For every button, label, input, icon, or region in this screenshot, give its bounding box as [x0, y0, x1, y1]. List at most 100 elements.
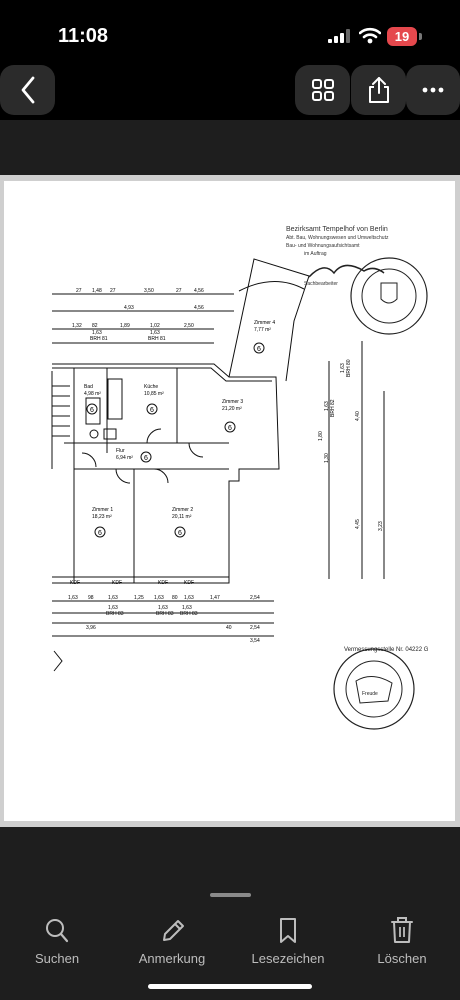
stamp-line-3: Bau- und Wohnungsaufsichtsamt: [286, 243, 360, 249]
surveyor-stamp-ring: Vermessungsstelle Nr. 04222 G: [344, 647, 429, 653]
kdf-label-4: KDF: [184, 580, 194, 586]
room-zimmer2-area: 20,11 m²: [172, 514, 192, 520]
room-zimmer4-area: 7,77 m²: [254, 327, 271, 333]
document-viewer[interactable]: Bezirksamt Tempelhof von Berlin Abt. Bau…: [0, 175, 460, 827]
dim-top2-2: 1,89: [120, 323, 130, 329]
dim-bot1-5: 80: [172, 595, 178, 601]
room-mark-flur: 6: [144, 455, 148, 462]
more-button[interactable]: [406, 65, 460, 115]
dim-top3-3: BRH 81: [148, 336, 166, 342]
delete-tab[interactable]: Löschen: [352, 915, 452, 966]
room-flur: Flur: [116, 448, 125, 454]
room-mark-zimmer1: 6: [98, 530, 102, 537]
room-mark-kueche: 6: [150, 407, 154, 414]
top-toolbar: [0, 60, 460, 120]
dim-bot3-0: 3,96: [86, 625, 96, 631]
dim-right-6: 4,45: [355, 519, 361, 529]
surveyor-stamp: [333, 648, 415, 730]
share-button[interactable]: [351, 65, 406, 115]
share-icon: [368, 77, 389, 103]
dim-top1-1: 1,48: [92, 288, 102, 294]
dim-bot3-2: 2,54: [250, 625, 260, 631]
search-tab-label: Suchen: [34, 951, 80, 966]
ellipsis-icon: [422, 87, 444, 93]
wifi-icon: [359, 27, 381, 44]
search-icon: [46, 919, 69, 943]
back-button[interactable]: [0, 65, 55, 115]
dim-bot1-4: 1,63: [154, 595, 164, 601]
dim-bot2-3: BRH 83: [156, 611, 174, 617]
dim-bot1-7: 1,47: [210, 595, 220, 601]
kdf-label-3: KDF: [158, 580, 168, 586]
dim-bottom-total: 3,54: [250, 638, 260, 644]
room-flur-area: 6,94 m²: [116, 455, 133, 461]
dim-top3-2: 1,63: [150, 330, 160, 336]
grid-icon: [311, 79, 334, 101]
dim-right-7: 3,23: [378, 521, 384, 531]
dim-bot3-1: 40: [226, 625, 232, 631]
page-grid-button[interactable]: [295, 65, 350, 115]
room-mark-bad: 6: [90, 407, 94, 414]
room-bad: Bad: [84, 384, 93, 390]
room-mark-zimmer2: 6: [178, 530, 182, 537]
dim-bot2-5: BRH 83: [180, 611, 198, 617]
dim-top-total: 4,93: [124, 305, 134, 311]
dim-right-1: BRH 80: [346, 359, 352, 377]
kdf-label-2: KDF: [112, 580, 122, 586]
room-zimmer3-area: 21,20 m²: [222, 406, 242, 412]
dim-bot2-2: 1,63: [158, 605, 168, 611]
room-kueche-area: 10,85 m²: [144, 391, 164, 397]
trash-icon: [391, 917, 413, 943]
dim-bot1-3: 1,25: [134, 595, 144, 601]
dim-right-0: 1,63: [340, 363, 346, 373]
dim-bot1-8: 2,54: [250, 595, 260, 601]
room-kueche: Küche: [144, 384, 158, 390]
annotate-tab[interactable]: Anmerkung: [122, 915, 222, 966]
room-zimmer3: Zimmer 3: [222, 399, 243, 405]
dim-bot1-2: 1,63: [108, 595, 118, 601]
dim-top2-0: 1,32: [72, 323, 82, 329]
room-zimmer4: Zimmer 4: [254, 320, 275, 326]
dim-top2-4: 2,50: [184, 323, 194, 329]
status-bar: 11:08 19: [0, 0, 460, 60]
dim-bot2-4: 1,63: [182, 605, 192, 611]
dim-top3-1: BRH 81: [90, 336, 108, 342]
dim-right-5: 4,40: [355, 411, 361, 421]
dim-top-right-a: 4,56: [194, 288, 204, 294]
bookmark-tab[interactable]: Lesezeichen: [238, 915, 338, 966]
dim-right-4: 1,80: [318, 431, 324, 441]
bottom-tabbar: Suchen Anmerkung Lesezeichen Löschen: [0, 915, 460, 975]
stamp-line-5: Sachbearbeiter: [304, 281, 338, 287]
stamp-line-2: Abt. Bau, Wohnungswesen und Umweltschutz: [286, 235, 389, 241]
home-indicator[interactable]: [148, 984, 312, 989]
pencil-icon: [163, 920, 184, 941]
battery-cap: [419, 33, 422, 40]
bookmark-icon: [280, 918, 296, 943]
official-seal: [350, 257, 428, 335]
dim-top1-3: 3,50: [144, 288, 154, 294]
search-tab[interactable]: Suchen: [7, 915, 107, 966]
room-bad-area: 4,98 m²: [84, 391, 101, 397]
dim-right-2: 1,63: [324, 401, 330, 411]
room-zimmer1-area: 18,23 m²: [92, 514, 112, 520]
dim-top1-2: 27: [110, 288, 116, 294]
floor-plan: Bezirksamt Tempelhof von Berlin Abt. Bau…: [51, 226, 429, 730]
room-zimmer1: Zimmer 1: [92, 507, 113, 513]
dim-bot1-1: 98: [88, 595, 94, 601]
dim-bot2-1: BRH 83: [106, 611, 124, 617]
annotate-tab-label: Anmerkung: [138, 951, 206, 966]
dim-top3-0: 1,63: [92, 330, 102, 336]
dim-right-8: 1,30: [324, 453, 330, 463]
signature: [308, 264, 385, 278]
drag-handle[interactable]: [210, 893, 251, 897]
bookmark-tab-label: Lesezeichen: [251, 951, 325, 966]
chevron-left-icon: [21, 76, 34, 104]
battery-indicator: 19: [387, 27, 417, 46]
surveyor-stamp-inner: Freude: [362, 691, 378, 697]
status-time: 11:08: [58, 25, 109, 47]
room-zimmer2: Zimmer 2: [172, 507, 193, 513]
dim-bot1-0: 1,63: [68, 595, 78, 601]
dim-top1-0: 27: [76, 288, 82, 294]
document-page[interactable]: Bezirksamt Tempelhof von Berlin Abt. Bau…: [4, 181, 455, 821]
signal-icon: [328, 29, 350, 43]
